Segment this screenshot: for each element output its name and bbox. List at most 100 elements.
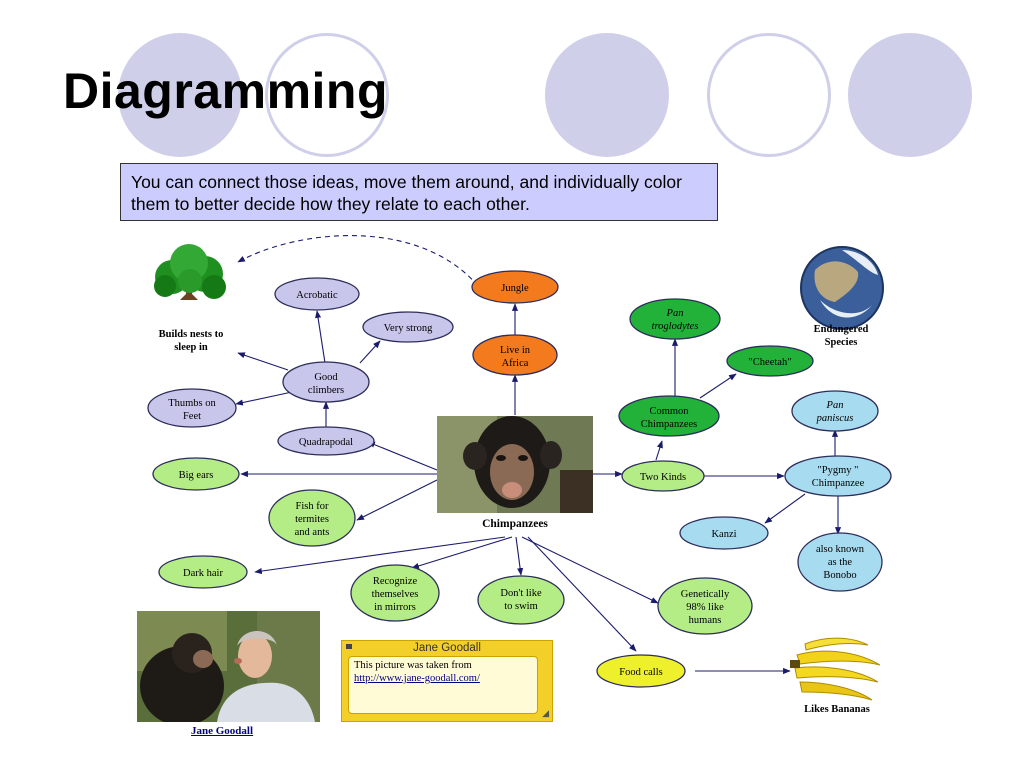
label-line: Pan xyxy=(666,308,684,319)
label-line: Genetically xyxy=(681,589,730,600)
node-label: Very strong xyxy=(384,323,433,334)
node-big-ears: Big ears xyxy=(152,457,240,491)
decorative-circle-5 xyxy=(848,33,972,157)
resize-grip-icon[interactable]: ◢ xyxy=(542,708,549,718)
connectors xyxy=(235,235,842,675)
label-line: "Cheetah" xyxy=(749,357,792,368)
edge-climbers-acrobatic xyxy=(315,310,326,364)
label-line: Common xyxy=(649,406,689,417)
node-label: Pan troglodytes xyxy=(652,308,699,332)
node-label: Thumbs on Feet xyxy=(168,398,216,422)
tree-image xyxy=(154,244,226,300)
decorative-circle-4 xyxy=(707,33,831,157)
node-pygmy-chimpanzee: "Pygmy " Chimpanzee xyxy=(784,455,892,497)
label-line: Africa xyxy=(502,358,529,369)
edge-center-quad xyxy=(367,441,438,471)
node-food-calls: Food calls xyxy=(596,654,686,688)
node-kanzi: Kanzi xyxy=(679,516,769,550)
label-line: Good xyxy=(314,372,338,383)
bananas-image xyxy=(790,637,881,701)
likes-bananas-label: Likes Bananas xyxy=(804,704,870,715)
note-title: Jane Goodall xyxy=(413,642,481,654)
label-line: troglodytes xyxy=(652,321,699,332)
node-label: Genetically 98% like humans xyxy=(681,589,730,626)
node-dont-like-to-swim: Don't like to swim xyxy=(477,575,565,625)
label-line: as the xyxy=(828,557,853,568)
edge-pygmy-kanzi xyxy=(764,493,806,524)
node-quadrapodal: Quadrapodal xyxy=(277,426,375,456)
node-two-kinds: Two Kinds xyxy=(621,460,705,492)
node-very-strong: Very strong xyxy=(362,311,454,343)
label-line: 98% like xyxy=(686,602,724,613)
label-line: Jungle xyxy=(501,283,529,294)
node-label: Acrobatic xyxy=(296,290,338,301)
label-line: Recognize xyxy=(373,576,418,587)
label-line: Two Kinds xyxy=(640,472,686,483)
node-acrobatic: Acrobatic xyxy=(274,277,360,311)
node-thumbs-on-feet: Thumbs on Feet xyxy=(147,388,237,428)
edge-twokinds-common xyxy=(655,440,663,461)
edge-climbers-strong xyxy=(359,340,381,364)
node-genetically-98: Genetically 98% like humans xyxy=(657,577,753,635)
label-line: and ants xyxy=(295,527,330,538)
node-label: "Pygmy " Chimpanzee xyxy=(812,465,865,489)
note-text: This picture was taken from xyxy=(354,660,472,671)
node-good-climbers: Good climbers xyxy=(282,361,370,403)
sticky-note: Jane Goodall This picture was taken from… xyxy=(341,640,553,722)
builds-nests-label: Builds nests to sleep in xyxy=(159,329,224,353)
edge-climbers-thumbs xyxy=(235,391,293,406)
label-line: Builds nests to xyxy=(159,329,224,340)
node-label: Food calls xyxy=(619,667,662,678)
label-line: climbers xyxy=(308,385,344,396)
label-line: Kanzi xyxy=(711,529,736,540)
earth-image xyxy=(800,246,884,330)
edge-center-darkhair xyxy=(254,536,506,575)
decorative-circle-3 xyxy=(545,33,669,157)
decorative-circle-2 xyxy=(265,33,389,157)
chimpanzees-label: Chimpanzees xyxy=(482,518,548,530)
decorative-circle-1 xyxy=(118,33,242,157)
label-line: "Pygmy " xyxy=(818,465,859,476)
node-label: Fish for termites and ants xyxy=(295,501,330,538)
label-line: to swim xyxy=(504,601,538,612)
node-jungle: Jungle xyxy=(471,270,559,304)
label-line: Very strong xyxy=(384,323,433,334)
node-label: Jungle xyxy=(501,283,529,294)
label-line: Likes Bananas xyxy=(804,704,870,715)
label-line: Fish for xyxy=(296,501,329,512)
slide-title: Diagramming xyxy=(63,63,389,119)
node-pan-troglodytes: Pan troglodytes xyxy=(629,298,721,340)
node-label: Don't like to swim xyxy=(500,588,542,612)
label-line: Food calls xyxy=(619,667,662,678)
node-cheetah: "Cheetah" xyxy=(726,345,814,377)
note-close-icon[interactable] xyxy=(346,644,352,649)
label-line: Thumbs on xyxy=(168,398,216,409)
note-body: This picture was taken from http://www.j… xyxy=(348,656,538,714)
label-line: Chimpanzee xyxy=(812,478,865,489)
edge-center-recognize xyxy=(411,536,513,569)
node-fish-for-termites: Fish for termites and ants xyxy=(268,489,356,547)
jane-goodall-link[interactable]: Jane Goodall xyxy=(191,725,254,737)
label-line: Quadrapodal xyxy=(299,437,353,448)
edge-center-food xyxy=(527,536,637,652)
edge-common-cheetah xyxy=(699,373,737,399)
label-line: Don't like xyxy=(500,588,542,599)
node-dark-hair: Dark hair xyxy=(158,555,248,589)
label-line: also known xyxy=(816,544,865,555)
label-line: sleep in xyxy=(174,342,208,353)
note-link[interactable]: http://www.jane-goodall.com/ xyxy=(354,673,480,684)
chimpanzee-photo xyxy=(437,416,593,513)
node-label: Kanzi xyxy=(711,529,736,540)
label-line: Chimpanzees xyxy=(641,419,698,430)
label-line: humans xyxy=(689,615,722,626)
label-line: Feet xyxy=(183,411,201,422)
label-line: termites xyxy=(295,514,329,525)
node-label: Two Kinds xyxy=(640,472,686,483)
